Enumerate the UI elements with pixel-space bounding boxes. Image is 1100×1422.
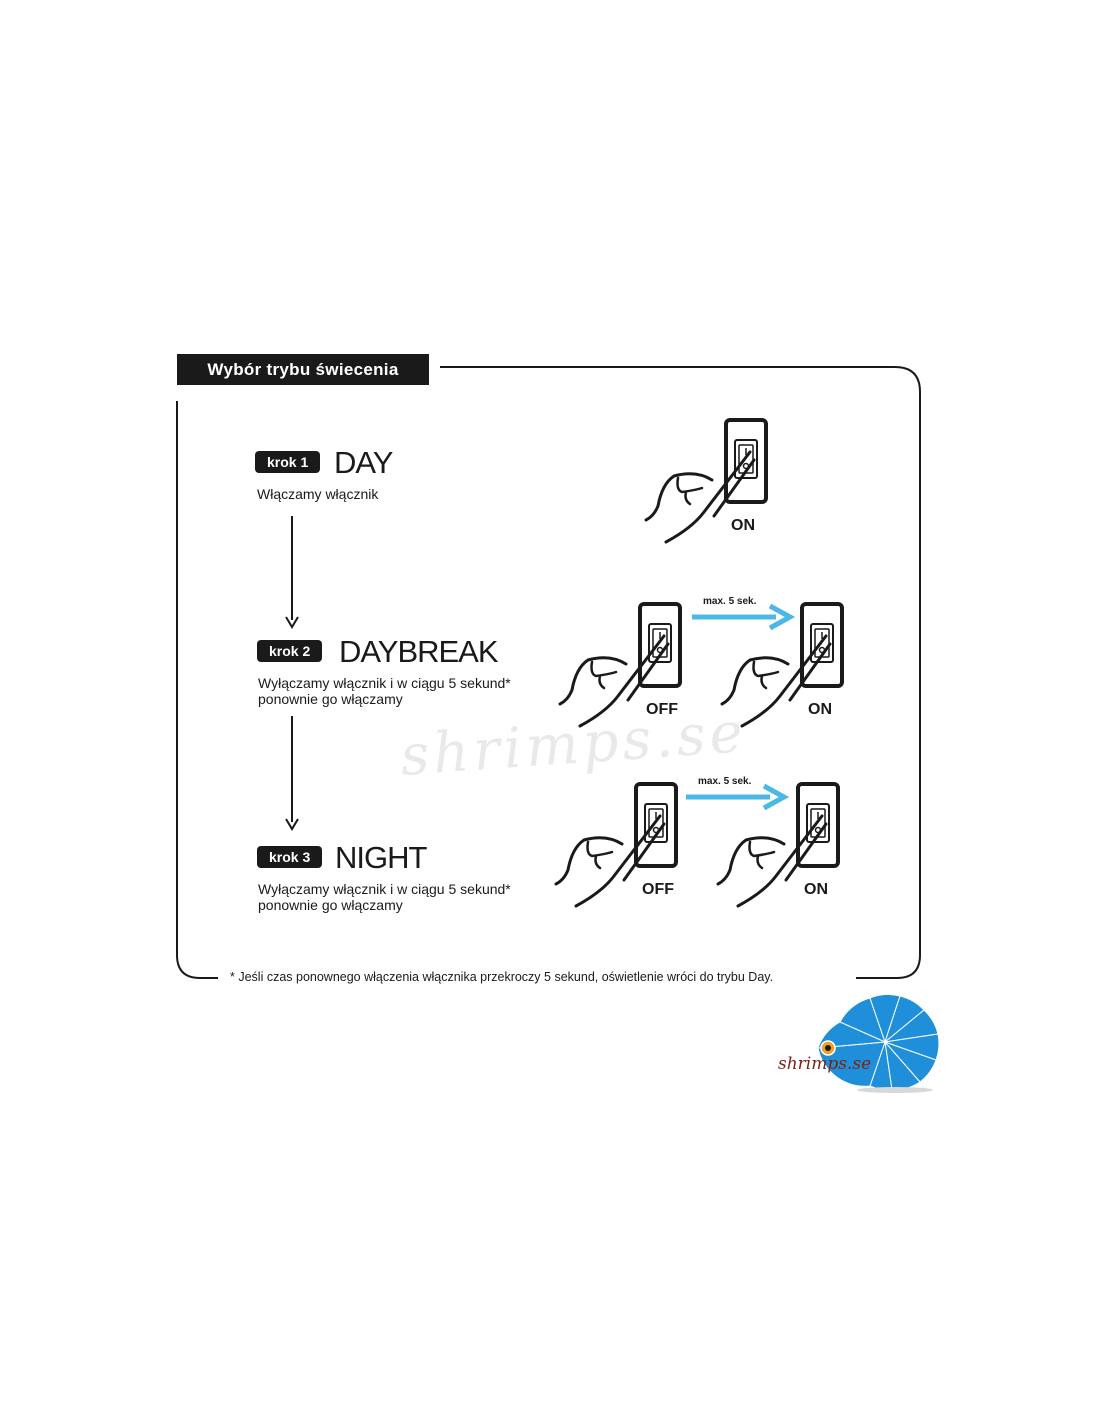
switch-step3-on-label: ON bbox=[804, 881, 828, 898]
step2-transition-label: max. 5 sek. bbox=[703, 596, 757, 607]
step-1-description: Włączamy włącznik bbox=[257, 486, 379, 502]
step-1-mode: DAY bbox=[334, 445, 393, 480]
step-2-description-line1: Wyłączamy włącznik i w ciągu 5 sekund* bbox=[258, 675, 511, 691]
logo-text: shrimps.se bbox=[778, 1054, 872, 1074]
switch-step2-on-label: ON bbox=[808, 701, 832, 718]
step-2-description-line2: ponownie go włączamy bbox=[258, 691, 403, 707]
step-2-badge: krok 2 bbox=[257, 640, 323, 662]
step-3-badge: krok 3 bbox=[257, 846, 323, 868]
transition-arrow-step3 bbox=[686, 783, 790, 811]
step-2-mode: DAYBREAK bbox=[339, 634, 499, 669]
switch-step3-off-label: OFF bbox=[642, 881, 674, 898]
step-1-badge: krok 1 bbox=[255, 451, 321, 473]
switch-step1-on-label: ON bbox=[731, 517, 755, 534]
shrimp-logo-icon bbox=[817, 994, 940, 1093]
section-title: Wybór trybu świecenia bbox=[177, 354, 429, 385]
step-3-description-line1: Wyłączamy włącznik i w ciągu 5 sekund* bbox=[258, 881, 511, 897]
step-3-mode: NIGHT bbox=[335, 840, 427, 875]
step-3-description-line2: ponownie go włączamy bbox=[258, 897, 403, 913]
footnote: * Jeśli czas ponownego włączenia włączni… bbox=[226, 970, 778, 984]
transition-arrow-step2 bbox=[692, 603, 796, 631]
step3-transition-label: max. 5 sek. bbox=[698, 776, 752, 787]
switch-step2-off-label: OFF bbox=[646, 701, 678, 718]
